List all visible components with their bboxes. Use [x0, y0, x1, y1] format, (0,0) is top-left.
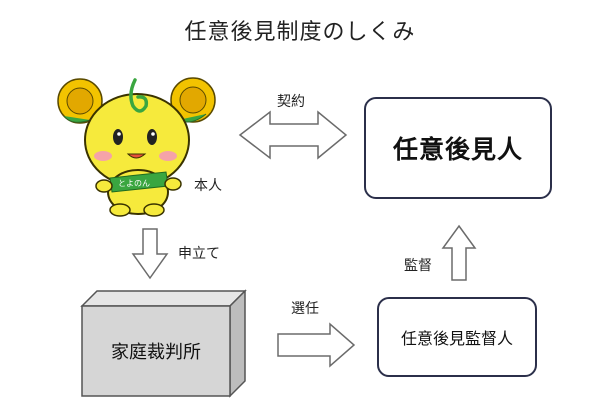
court-box — [80, 289, 247, 398]
supervisor-box: 任意後見監督人 — [377, 297, 537, 377]
guardian-label: 任意後見人 — [392, 135, 523, 164]
mascot-character — [57, 77, 216, 217]
supervision-label: 監督 — [404, 258, 432, 274]
mascot-left-flower — [57, 78, 103, 124]
mascot-right-flower — [170, 77, 216, 123]
contract-double-arrow — [238, 110, 348, 160]
supervision-up-arrow — [441, 224, 477, 281]
supervisor-label: 任意後見監督人 — [400, 329, 513, 348]
appointment-right-arrow — [277, 322, 356, 368]
court-label: 家庭裁判所 — [111, 342, 201, 363]
petition-down-arrow — [131, 228, 169, 280]
mascot-sash-text: とよのん — [118, 179, 150, 188]
diagram-title: 任意後見制度のしくみ — [184, 20, 416, 45]
appointment-label: 選任 — [291, 301, 319, 317]
contract-label: 契約 — [277, 94, 305, 110]
guardian-box: 任意後見人 — [364, 97, 552, 199]
principal-label: 本人 — [194, 178, 222, 194]
petition-label: 申立て — [178, 246, 220, 262]
